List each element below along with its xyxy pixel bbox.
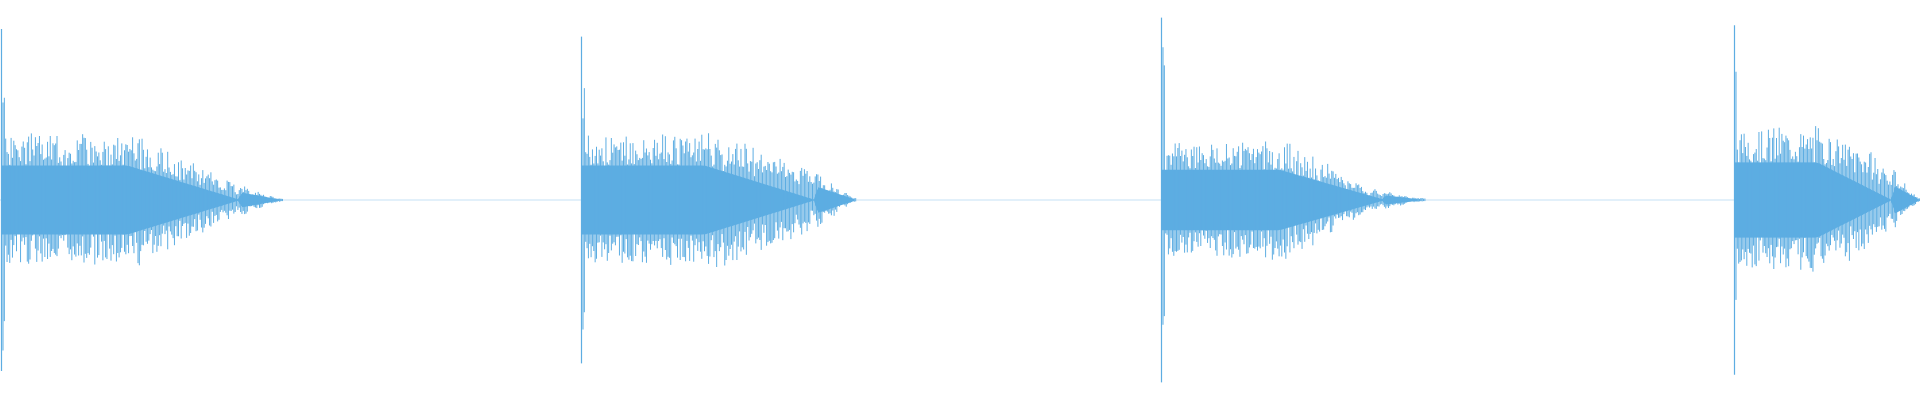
waveform-body [582,88,857,330]
waveform-body [1162,47,1426,325]
waveform-hit-1 [0,29,283,371]
waveform-hit-3 [1160,17,1426,383]
waveform-hit-4 [1733,25,1920,375]
waveform-core [1162,169,1422,231]
waveform-body [2,97,283,351]
waveform-body [1735,71,1920,300]
waveform-hits [0,17,1920,383]
waveform-hit-2 [580,36,857,364]
